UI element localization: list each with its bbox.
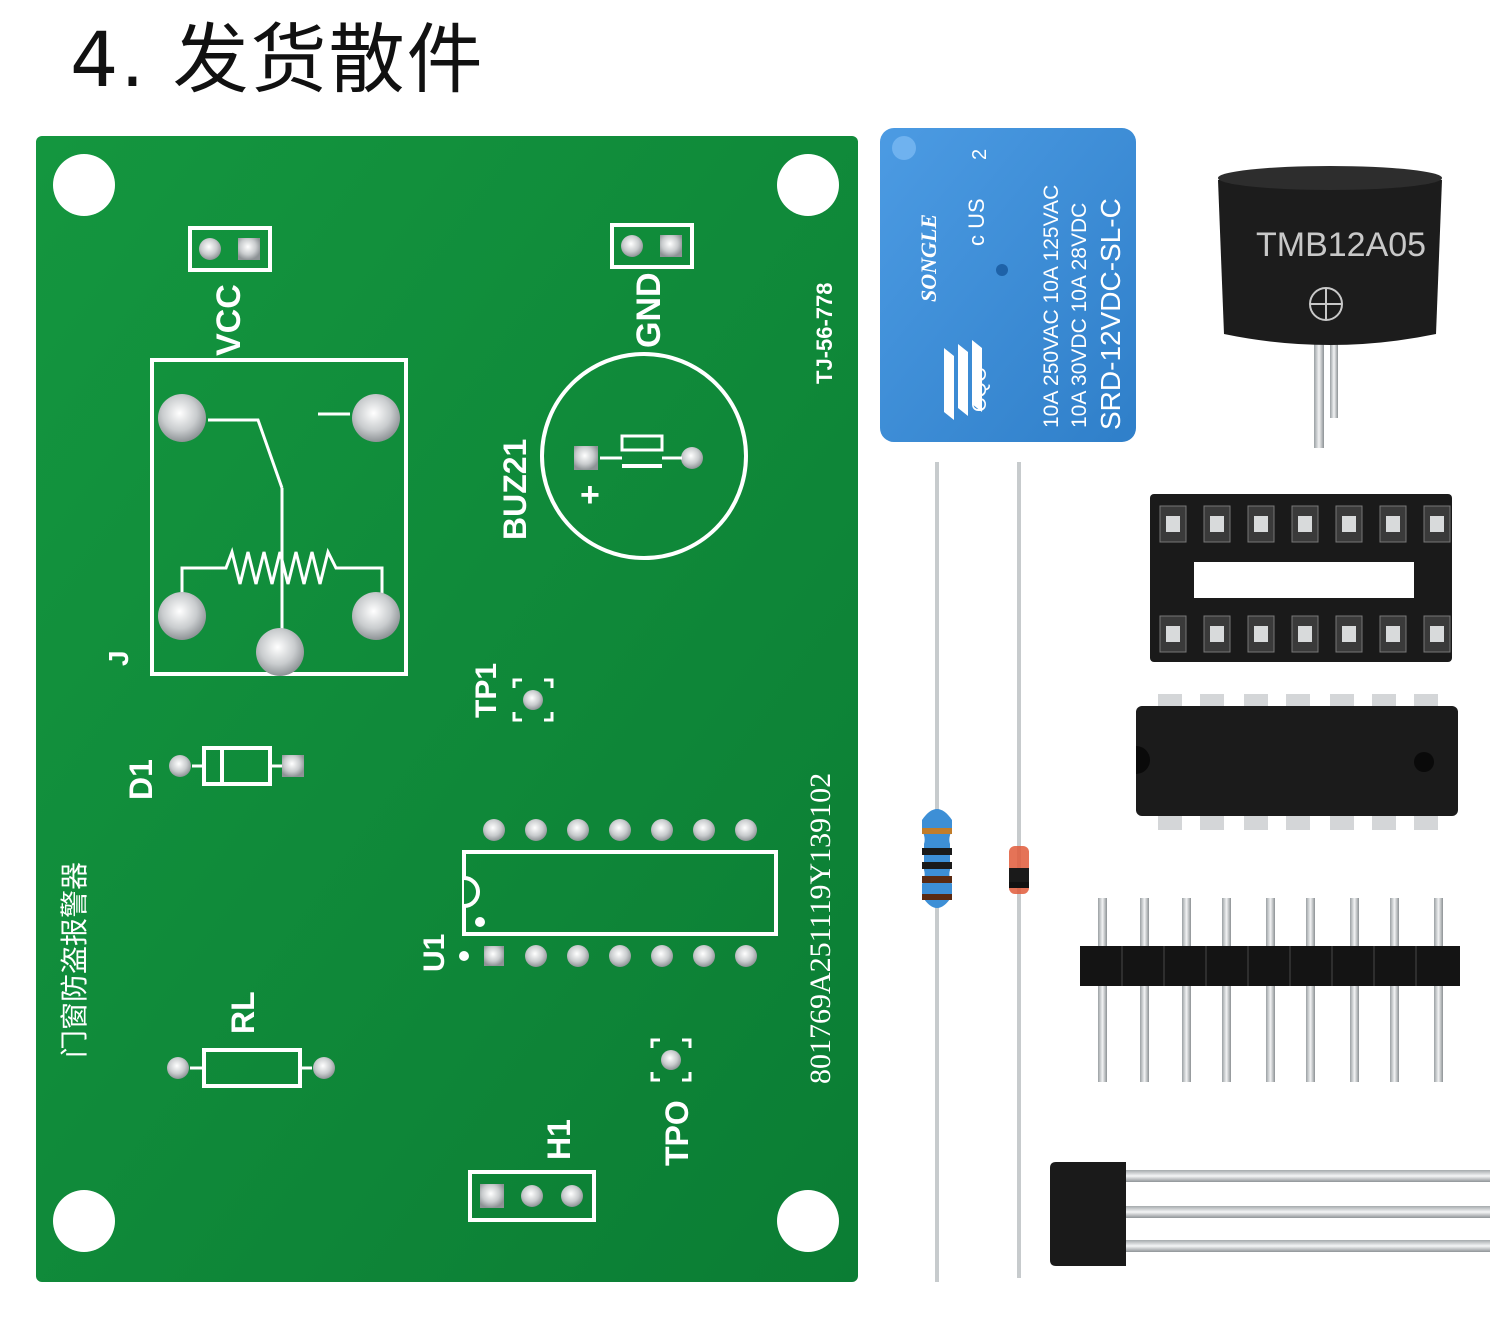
pcb-body [36, 136, 858, 1282]
mounting-hole [777, 1190, 839, 1252]
pin-header [1080, 898, 1460, 1082]
buzzer-pin [1314, 330, 1324, 448]
chip-body [1136, 706, 1458, 816]
buzzer-pin [1330, 330, 1338, 418]
tp1-footprint [512, 678, 554, 722]
buzzer-label: BUZ21 [497, 439, 533, 540]
transistor-component [1050, 1162, 1490, 1266]
tp1-label: TP1 [470, 663, 503, 718]
relay-footprint [150, 358, 408, 676]
vcc-outline [188, 226, 272, 272]
relay-num: 2 [969, 149, 991, 160]
relay-dot [892, 136, 916, 160]
buzzer-footprint [540, 352, 748, 560]
serial-number: 801769A251119Y139102 [804, 773, 837, 1084]
relay-rating-1: 10A 250VAC 10A 125VAC [1040, 185, 1063, 428]
buzzer-plus-label: + [580, 476, 600, 514]
relay-label: J [103, 650, 134, 666]
page-title: 4. 发货散件 [70, 15, 485, 104]
buzzer-model: TMB12A05 [1256, 226, 1426, 264]
ic-label: U1 [418, 934, 451, 972]
socket-window [1194, 562, 1414, 598]
board-id-label: TJ-56-778 [812, 282, 837, 384]
resistor-body [922, 809, 952, 908]
pad [199, 238, 221, 260]
relay-mark [996, 264, 1008, 276]
header-label: H1 [541, 1119, 577, 1160]
relay-component: SONGLE CQC c US 2 10A 250VAC 10A 125VAC … [880, 128, 1136, 442]
gnd-label: GND [630, 272, 668, 348]
resistor-label: RL [225, 991, 261, 1034]
mounting-hole [53, 154, 115, 216]
transistor-body [1050, 1162, 1126, 1266]
ic-socket [1150, 494, 1452, 662]
resistor-footprint [167, 1048, 335, 1088]
buzzer-body [1218, 169, 1442, 345]
pad-square [238, 238, 260, 260]
gnd-outline [610, 223, 694, 269]
pad-square [660, 235, 682, 257]
relay-rating-2: 10A 30VDC 10A 28VDC [1068, 203, 1091, 428]
pad [621, 235, 643, 257]
relay-model: SRD-12VDC-SL-C [1095, 198, 1126, 430]
diode-component [1009, 462, 1029, 1278]
mounting-hole [777, 154, 839, 216]
ic-chip [1136, 694, 1458, 830]
chip-pin1-dot [1414, 752, 1434, 772]
diode-footprint [169, 746, 304, 786]
relay-cert: CQC [969, 368, 991, 412]
tp0-label: TPO [659, 1100, 695, 1166]
header-body [1080, 946, 1460, 986]
product-name: 门窗防盗报警器 [58, 862, 91, 1058]
songle-logo [944, 340, 982, 420]
relay-us-mark: c US [964, 198, 989, 246]
ic-footprint [459, 819, 778, 967]
buzzer-top [1218, 166, 1442, 190]
tp0-footprint [650, 1038, 692, 1082]
pcb-board: VCC GND TJ-56-778 J [36, 136, 858, 1282]
diode-label: D1 [123, 759, 159, 800]
header-footprint [468, 1170, 596, 1222]
resistor-component [922, 462, 952, 1282]
relay-brand: SONGLE [916, 214, 941, 302]
mounting-hole [53, 1190, 115, 1252]
buzzer-component: TMB12A05 [1218, 166, 1442, 448]
vcc-label: VCC [210, 284, 248, 356]
